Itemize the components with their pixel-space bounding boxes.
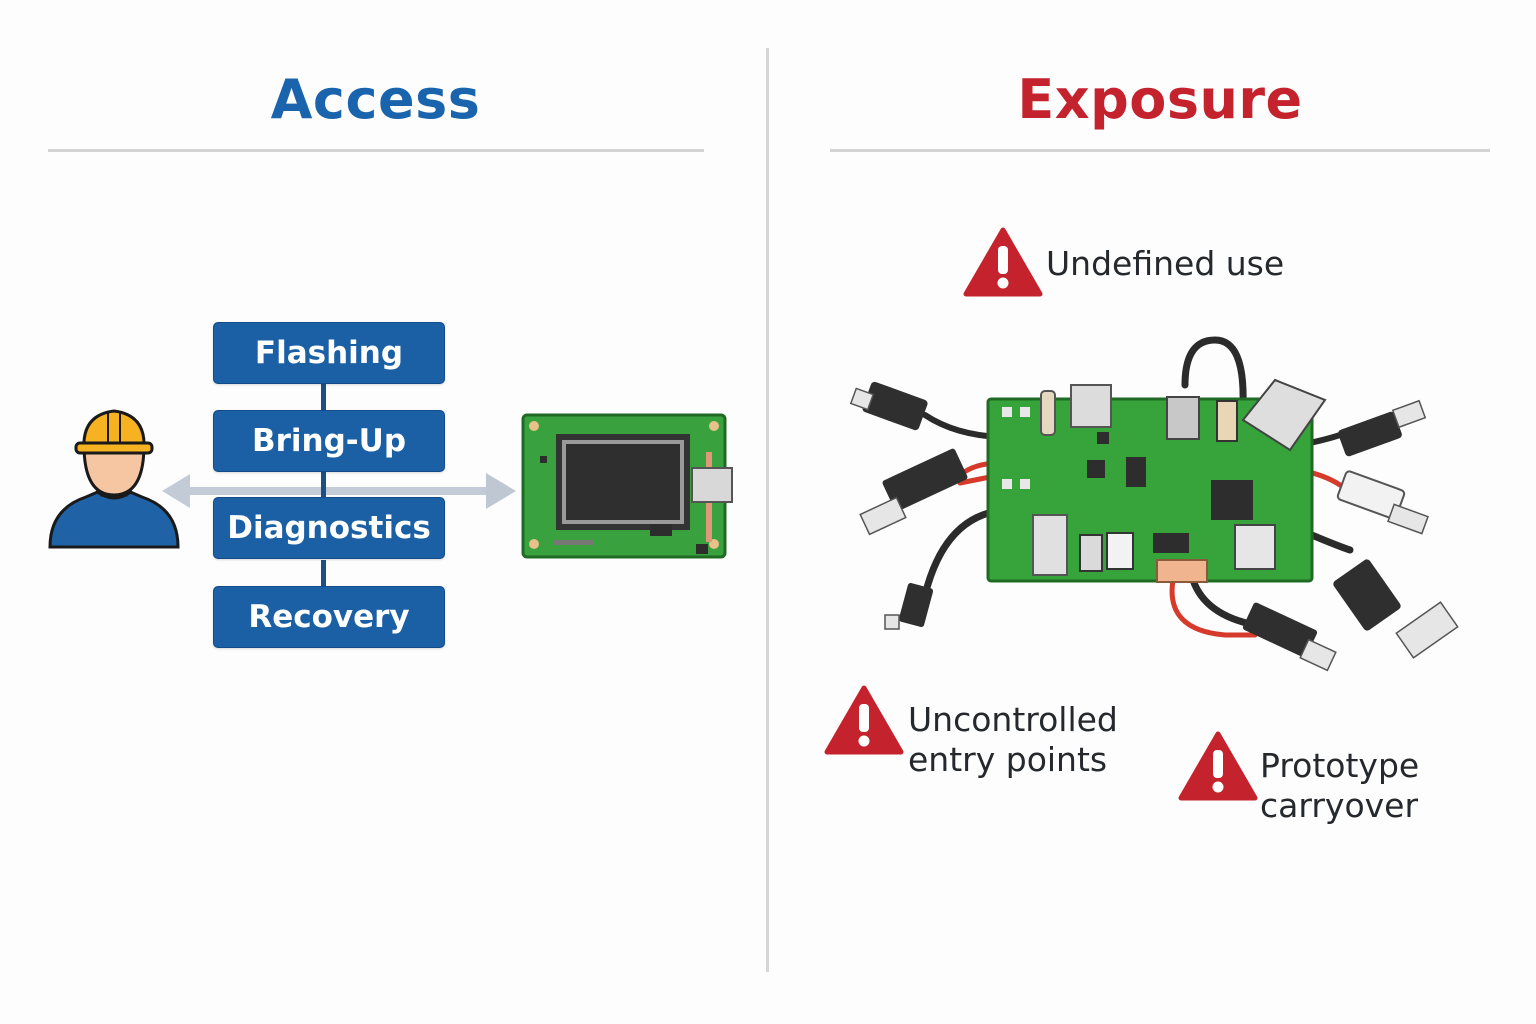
step-label: Bring-Up <box>251 423 407 459</box>
step-recovery: Recovery <box>213 586 445 648</box>
warning-label-undefined-use: Undefined use <box>1046 244 1285 283</box>
exposure-title: Exposure <box>1017 68 1303 131</box>
warning-triangle-icon <box>963 227 1043 297</box>
title-underline-right <box>830 149 1490 152</box>
step-connector <box>321 472 326 498</box>
step-label: Diagnostics <box>227 510 431 546</box>
step-flashing: Flashing <box>213 322 445 384</box>
warning-label-prototype-carryover: Prototype carryover <box>1260 746 1420 825</box>
pcb-board-with-cables-icon <box>849 336 1459 672</box>
access-title: Access <box>270 68 481 131</box>
bidirectional-arrow-icon <box>162 473 516 509</box>
step-bring-up: Bring-Up <box>213 410 445 472</box>
warning-triangle-icon <box>1178 731 1258 801</box>
step-connector <box>321 560 326 587</box>
pcb-board-icon <box>521 413 733 559</box>
panel-divider <box>766 48 769 972</box>
step-diagnostics: Diagnostics <box>213 497 445 559</box>
engineer-hardhat-icon <box>48 409 180 549</box>
warning-label-uncontrolled-entry-points: Uncontrolled entry points <box>908 700 1118 779</box>
step-label: Flashing <box>254 335 404 371</box>
title-underline-left <box>48 149 704 152</box>
step-connector <box>321 384 326 410</box>
step-label: Recovery <box>248 599 410 635</box>
warning-triangle-icon <box>824 685 904 755</box>
